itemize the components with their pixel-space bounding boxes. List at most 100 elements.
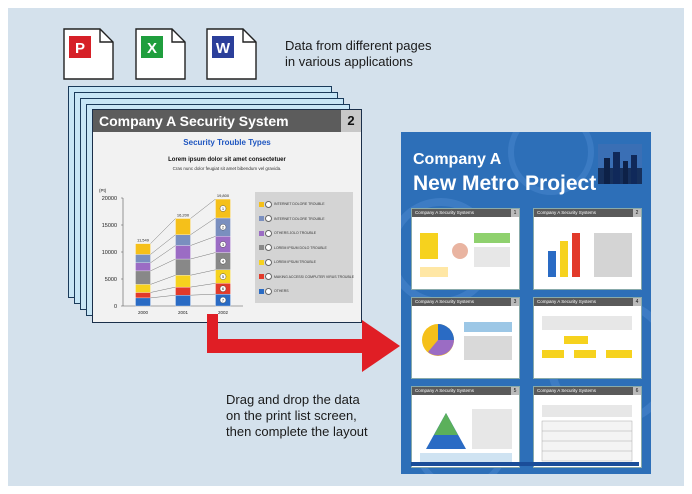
segment-number-label: 3 xyxy=(222,242,225,247)
caption-line: in various applications xyxy=(285,54,413,69)
segment-number-label: 4 xyxy=(222,259,225,264)
poster-title: Company A xyxy=(413,151,502,168)
segment-number-marker xyxy=(219,296,227,304)
thumbnail-content xyxy=(422,322,512,360)
legend-label: INTERNET DOLORE TROUBLE xyxy=(274,216,325,221)
segment-number-marker xyxy=(219,223,227,231)
x-tick-label: 2000 xyxy=(138,310,149,315)
segment-number-marker xyxy=(219,205,227,212)
svg-text:P: P xyxy=(75,40,85,57)
legend-label: OTHERS JOLO TROUBLE xyxy=(274,231,317,235)
y-axis-label: (Pt) xyxy=(99,188,107,193)
bar-segment xyxy=(175,245,191,260)
powerpoint-file-icon: P xyxy=(62,28,114,80)
caption-line: then complete the layout xyxy=(226,424,368,439)
legend-item: OTHERS JOLO TROUBLE xyxy=(259,227,316,239)
poster-footer-bar xyxy=(411,462,639,466)
bar-connector xyxy=(190,269,216,276)
drag-arrow xyxy=(207,314,400,372)
legend-number-marker xyxy=(265,200,272,208)
y-tick-label: 15000 xyxy=(102,223,117,229)
segment-number-label: 1 xyxy=(222,206,225,211)
word-file-icon: W xyxy=(205,28,257,80)
y-tick-label: 10000 xyxy=(102,250,117,256)
y-tick-label: 20000 xyxy=(102,196,117,202)
print-layout-poster: Company A New Metro Project Company A Se… xyxy=(401,132,651,474)
legend-swatch xyxy=(259,216,264,221)
slide-subtitle-secondary: Cras nunc dolor feugiat sit amet bibendu… xyxy=(172,166,282,171)
thumbnail-page-number: 6 xyxy=(633,387,641,395)
legend-label: LOREM IPSUM DOLO TROUBLE xyxy=(274,245,327,250)
legend-swatch xyxy=(259,230,264,236)
bar-total-label: 16,200 xyxy=(177,213,190,218)
chart-legend: INTERNET DOLORE TROUBLE INTERNET DOLORE T… xyxy=(255,192,355,303)
legend-item: LOREM IPSUM DOLO TROUBLE xyxy=(259,242,327,254)
legend-swatch xyxy=(259,288,264,294)
legend-swatch xyxy=(259,245,264,250)
bar-segment xyxy=(175,258,191,276)
segment-number-marker xyxy=(219,285,227,292)
y-tick-label: 5000 xyxy=(105,277,117,283)
bar-connector xyxy=(150,234,176,255)
bar-total-label: 19,800 xyxy=(217,193,230,198)
legend-item: INTERNET DOLORE TROUBLE xyxy=(259,198,325,210)
slide-subtitle: Lorem ipsum dolor sit amet consectetuer xyxy=(168,157,286,163)
segment-number-label: 7 xyxy=(222,298,225,303)
poster-subtitle: New Metro Project xyxy=(413,172,597,195)
legend-item: OTHERS xyxy=(259,285,289,297)
slide-header: Company A Security System 2 xyxy=(93,110,361,132)
city-photo xyxy=(598,144,642,184)
bar-connector xyxy=(190,217,216,235)
stacked-bar-chart: (Pt)20000150001000050000200011,549200116… xyxy=(99,188,243,315)
bar-segment xyxy=(135,254,151,263)
slide-title: Company A Security System xyxy=(99,113,289,129)
slide-page-number: 2 xyxy=(341,110,361,132)
bar-connector xyxy=(190,293,216,296)
bar-segment xyxy=(175,275,191,288)
thumbnail-content xyxy=(541,405,633,462)
city-skyline-image xyxy=(598,144,642,184)
bar-segment xyxy=(175,234,191,246)
thumbnail-page-number: 4 xyxy=(633,298,641,306)
thumbnail-content xyxy=(542,316,632,358)
thumbnail-page-number: 3 xyxy=(511,298,519,306)
bar-segment xyxy=(175,295,191,307)
bar-connector xyxy=(150,245,176,264)
thumbnail-content xyxy=(420,409,512,463)
segment-number-label: 6 xyxy=(222,286,225,291)
illustration-panel: P X W Data from different pages in vario… xyxy=(8,8,684,486)
legend-label: INTERNET DOLORE TROUBLE xyxy=(274,202,325,206)
segment-number-marker xyxy=(219,273,227,280)
bar-connector xyxy=(150,294,176,299)
bar-connector xyxy=(190,252,216,260)
legend-number-marker xyxy=(265,273,272,280)
bar-connector xyxy=(150,258,176,272)
legend-label: LOREM IPSUM TROUBLE xyxy=(274,260,316,264)
segment-number-marker xyxy=(219,241,227,248)
excel-file-icon: X xyxy=(134,28,186,80)
thumbnail-page-number: 1 xyxy=(511,209,519,217)
bar-segment xyxy=(135,292,151,299)
bar-segment xyxy=(135,262,151,272)
y-tick-label: 0 xyxy=(114,304,117,310)
legend-number-marker xyxy=(265,287,272,295)
legend-number-marker xyxy=(265,229,272,237)
bar-connector xyxy=(150,218,176,244)
x-tick-label: 2001 xyxy=(178,310,189,315)
x-tick-label: 2002 xyxy=(218,310,229,315)
caption-line: Drag and drop the data xyxy=(226,392,360,407)
caption-source-data: Data from different pages in various app… xyxy=(285,38,431,70)
legend-label: MAKING ACCESS/ COMPUTER VIRUS TROUBLE xyxy=(274,274,355,279)
bar-segment xyxy=(175,286,191,296)
legend-swatch xyxy=(259,259,264,265)
